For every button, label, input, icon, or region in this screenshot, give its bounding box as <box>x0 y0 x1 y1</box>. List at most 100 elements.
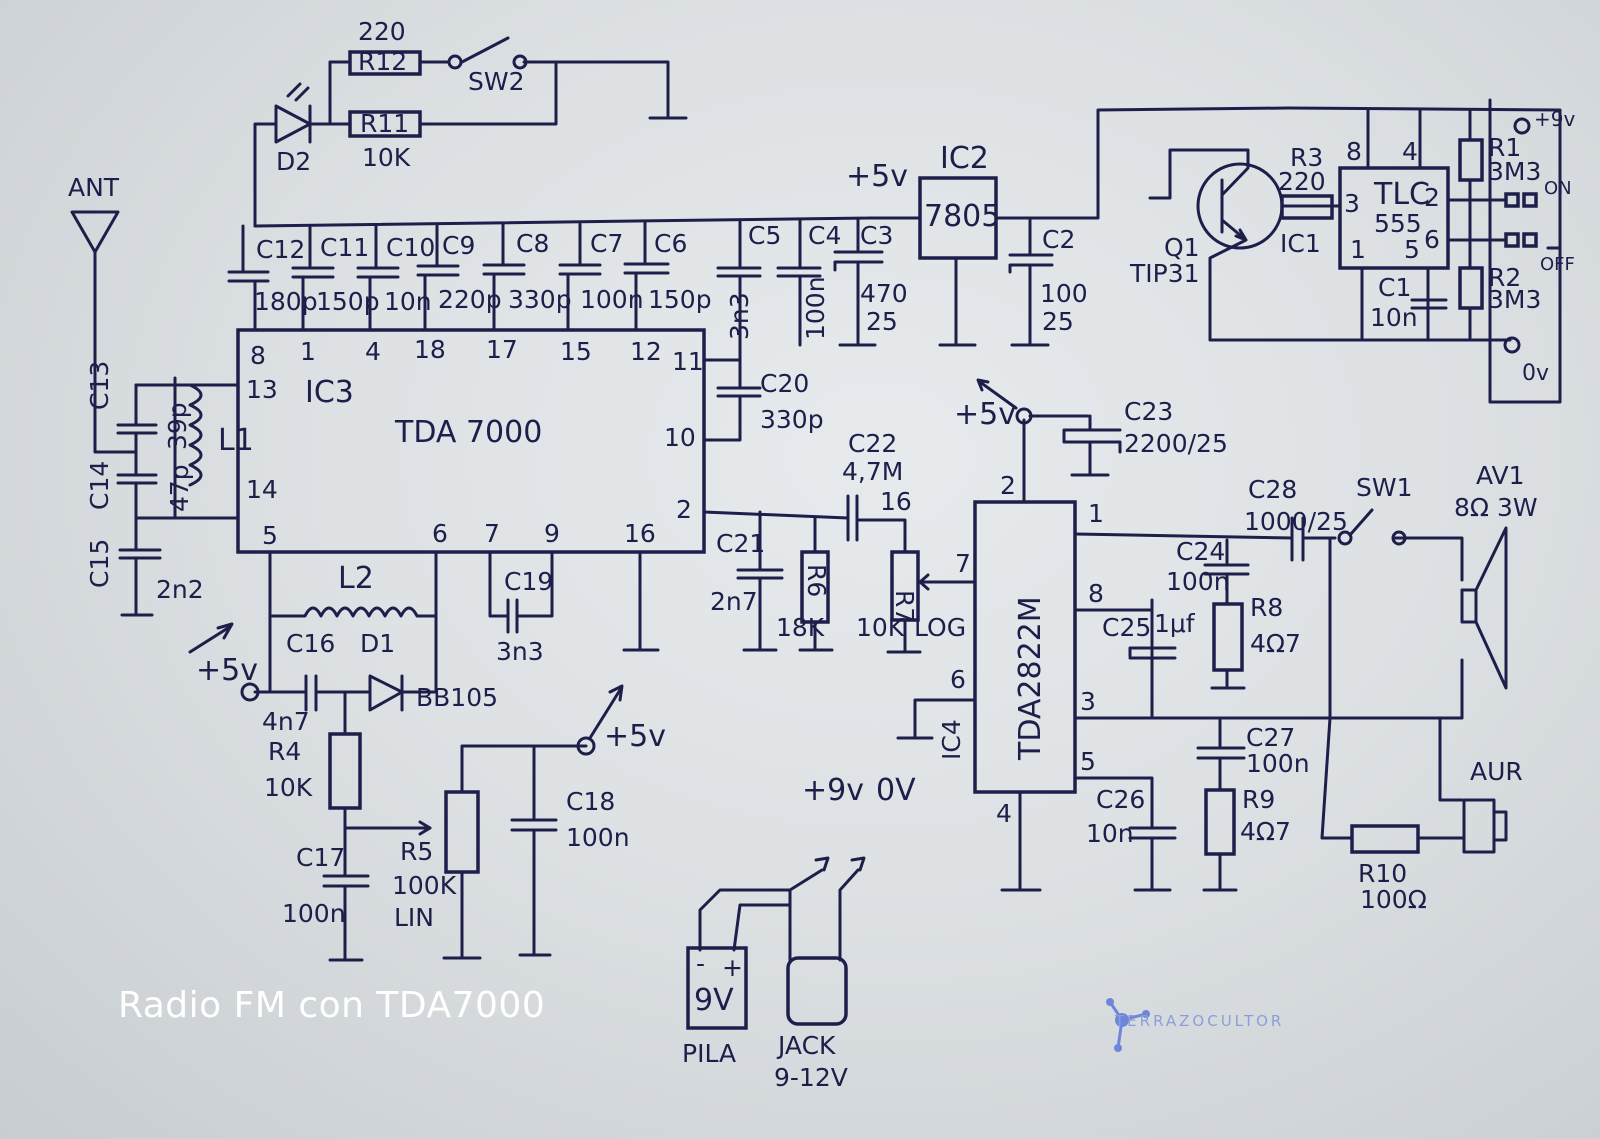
r1-label: R1 <box>1488 133 1521 162</box>
ic3-pin: 7 <box>484 519 500 548</box>
c7-value: 100n <box>580 285 644 314</box>
ic4-pin: 5 <box>1080 747 1096 776</box>
r7-value: 10K <box>856 613 905 642</box>
c19-wiring <box>488 550 660 652</box>
ic3-pin: 9 <box>544 519 560 548</box>
ic3-pin: 8 <box>250 341 266 370</box>
c14-label: C14 <box>85 461 114 510</box>
speaker-value: 8Ω 3W <box>1454 493 1538 522</box>
dc-jack-body <box>786 956 848 1026</box>
sw2-label: SW2 <box>468 67 525 96</box>
off-label: OFF <box>1540 254 1575 275</box>
c20-value: 330p <box>760 405 824 434</box>
c9-value: 220p <box>438 285 502 314</box>
c17-label: C17 <box>296 843 345 872</box>
r3-value: 220 <box>1278 167 1326 196</box>
r9-label: R9 <box>1242 785 1275 814</box>
sw2-contact <box>512 54 528 70</box>
ic3-pin: 4 <box>365 337 381 366</box>
tank-capacitors <box>116 383 162 617</box>
plus5v-label-mid: +5v <box>604 719 666 754</box>
c7-symbol <box>558 222 602 332</box>
c7-label: C7 <box>590 229 623 258</box>
ic1-pin: 5 <box>1404 235 1420 264</box>
ic4-pin: 4 <box>996 799 1012 828</box>
ic3-ref: IC3 <box>305 375 354 410</box>
ic3-pin: 5 <box>262 521 278 550</box>
ic1-ref: IC1 <box>1280 229 1321 258</box>
c27-label: C27 <box>1246 723 1295 752</box>
ic3-pin: 10 <box>664 423 696 452</box>
c21-value: 2n7 <box>710 587 758 616</box>
l1-label: L1 <box>218 423 254 458</box>
c2-symbol <box>1008 216 1054 347</box>
ic3-pin: 18 <box>414 335 446 364</box>
q1-name: TIP31 <box>1129 259 1200 288</box>
ic3-pin: 6 <box>432 519 448 548</box>
c9-label: C9 <box>442 231 475 260</box>
on-label: ON <box>1544 178 1572 199</box>
c20-label: C20 <box>760 369 809 398</box>
r8-value: 4Ω7 <box>1250 629 1301 658</box>
plus5v-label-amp: +5v <box>954 397 1016 432</box>
r7-label: R7 <box>890 590 919 623</box>
plus5v-arrow <box>976 378 1018 410</box>
r3-label: R3 <box>1290 143 1323 172</box>
r8-label: R8 <box>1250 593 1283 622</box>
c13-value: 39p <box>163 402 192 450</box>
c4-value: 100n <box>801 276 830 340</box>
c28-value: 1000/25 <box>1244 507 1348 536</box>
sw1-contact <box>1337 530 1353 546</box>
c26-value: 10n <box>1086 819 1134 848</box>
plus5v-arrow <box>188 622 234 654</box>
r2-body <box>1458 266 1484 310</box>
r5-value: 100K <box>392 871 457 900</box>
led-light-arrows <box>286 82 310 102</box>
antenna-label: ANT <box>68 173 120 202</box>
c26-label: C26 <box>1096 785 1145 814</box>
c19-label: C19 <box>504 567 553 596</box>
c6-value: 150p <box>648 285 712 314</box>
r2-label: R2 <box>1488 263 1521 292</box>
plus9v-label: +9v <box>1534 107 1575 131</box>
supply-0v-label: 0V <box>876 773 916 808</box>
c6-symbol <box>623 220 670 332</box>
r6-body <box>800 550 830 624</box>
r10-label: R10 <box>1358 859 1407 888</box>
r12-value: 220 <box>358 17 406 46</box>
ic1-body <box>1338 166 1450 270</box>
ic4-pin: 2 <box>1000 471 1016 500</box>
r5-label: R5 <box>400 837 433 866</box>
coil-l1 <box>134 376 240 520</box>
c6-label: C6 <box>654 229 687 258</box>
ic1-pin: 8 <box>1346 137 1362 166</box>
c25-value: 1μf <box>1154 609 1196 638</box>
c1-value: 10n <box>1370 303 1418 332</box>
c16-label: C16 <box>286 629 335 658</box>
c11-value: 150p <box>316 287 380 316</box>
l2-label: L2 <box>338 561 374 596</box>
antenna-wire <box>93 250 138 454</box>
battery-label: PILA <box>682 1039 736 1068</box>
ic4-pin: 7 <box>955 549 971 578</box>
watermark-logo-node <box>1106 998 1114 1006</box>
plus9v-terminal <box>1513 117 1531 135</box>
c12-value: 180p <box>254 287 318 316</box>
ic1-pin: 3 <box>1344 189 1360 218</box>
c10-value: 10n <box>384 287 432 316</box>
c13-label: C13 <box>85 361 114 410</box>
plus5v-label-left: +5v <box>196 653 258 688</box>
c22-r7-wiring <box>702 494 977 654</box>
watermark-logo-node <box>1115 1013 1129 1027</box>
r1-body <box>1458 138 1484 182</box>
c21-label: C21 <box>716 529 765 558</box>
supply-plus9v-label: +9v <box>802 773 864 808</box>
on-touch-pad <box>1522 192 1538 208</box>
battery-body <box>686 946 748 1030</box>
ic4-pin: 6 <box>950 665 966 694</box>
c3-value-b: 25 <box>866 307 898 336</box>
c28-label: C28 <box>1248 475 1297 504</box>
watermark-logo-node <box>1114 1044 1122 1052</box>
battery-voltage: 9V <box>694 983 734 1018</box>
